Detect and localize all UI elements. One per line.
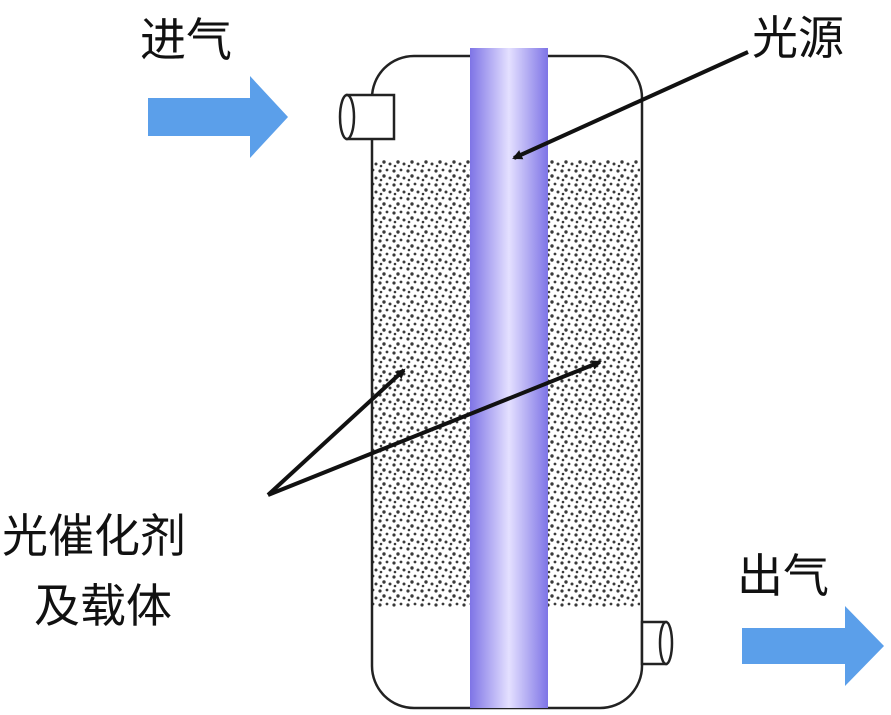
gas-out-arrow — [742, 606, 884, 686]
outlet-nozzle — [640, 620, 674, 666]
catalyst-pointer-right — [267, 360, 602, 497]
light-source-pointer — [512, 50, 749, 160]
gas-in-label: 进气 — [140, 13, 232, 67]
inlet-nozzle — [338, 93, 396, 141]
light-source-label: 光源 — [752, 11, 844, 65]
gas-in-arrow — [148, 76, 288, 158]
catalyst-pointer-left — [266, 368, 406, 497]
gas-out-label: 出气 — [737, 549, 829, 603]
catalyst-label-line1: 光催化剂 — [2, 509, 186, 563]
catalyst-label-line2: 及载体 — [34, 579, 172, 633]
light-source-tube — [470, 48, 548, 708]
